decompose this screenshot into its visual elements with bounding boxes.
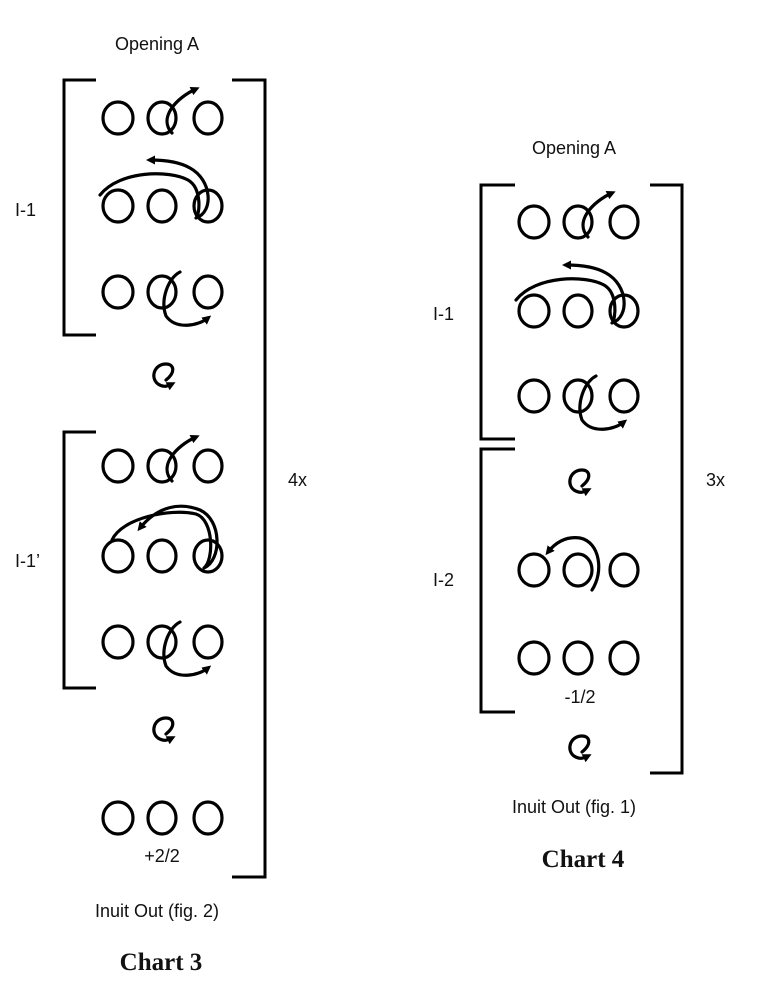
stitch-row xyxy=(517,640,640,676)
stitch-ring xyxy=(517,640,551,676)
stitch-row xyxy=(514,260,640,329)
turn-arrow xyxy=(152,716,176,745)
stitch-ring xyxy=(192,274,224,310)
chart-3-section-2-bracket xyxy=(62,430,96,690)
turn-arrow xyxy=(152,362,176,391)
chart-3-caption: Chart 3 xyxy=(120,949,203,976)
stitch-row xyxy=(517,374,640,431)
stitch-ring xyxy=(192,538,224,574)
chart-4-repeat-bracket xyxy=(650,183,684,775)
chart-3: Opening A 4x I-1 xyxy=(15,34,307,976)
stitch-row xyxy=(98,155,224,224)
stitch-ring xyxy=(101,624,135,660)
stitch-ring xyxy=(562,204,594,240)
chart-3-exit-label: Inuit Out (fig. 2) xyxy=(95,901,219,921)
stitch-row xyxy=(101,800,224,836)
stitch-row xyxy=(101,86,224,136)
stitch-row xyxy=(101,504,224,574)
stitch-row xyxy=(517,536,640,592)
crossing-arrow xyxy=(165,434,200,483)
chart-3-repeat-bracket xyxy=(232,78,267,879)
stitch-ring xyxy=(101,188,135,224)
stitch-row xyxy=(101,270,224,327)
crossing-arrow xyxy=(578,374,628,431)
stitch-ring xyxy=(517,378,551,414)
chart-3-end-note: +2/2 xyxy=(144,846,180,866)
chart-4: Opening A 3x I-1 I-2 xyxy=(433,138,725,873)
chart-3-repeat-label: 4x xyxy=(288,470,307,490)
stitch-row xyxy=(101,620,224,677)
stitch-ring xyxy=(562,552,594,588)
stitch-row xyxy=(517,190,640,240)
stitch-ring xyxy=(146,624,178,660)
stitch-ring xyxy=(146,800,178,836)
chart-4-opening-label: Opening A xyxy=(532,138,616,158)
crossing-arrow xyxy=(514,260,626,325)
chart-3-section-1-label: I-1 xyxy=(15,200,36,220)
turn-arrow xyxy=(568,468,592,497)
stitch-ring xyxy=(146,538,178,574)
stitch-ring xyxy=(192,100,224,136)
stitch-ring xyxy=(608,378,640,414)
stitch-ring xyxy=(146,188,178,224)
chart-4-exit-label: Inuit Out (fig. 1) xyxy=(512,797,636,817)
chart-4-caption: Chart 4 xyxy=(542,846,625,873)
chart-3-opening-label: Opening A xyxy=(115,34,199,54)
chart-3-section-2-label: I-1’ xyxy=(15,551,40,571)
stitch-ring xyxy=(562,293,594,329)
stitch-ring xyxy=(562,640,594,676)
crossing-arrow xyxy=(110,504,219,570)
stitch-ring xyxy=(101,274,135,310)
stitch-ring xyxy=(608,552,640,588)
chart-4-section-2-bracket xyxy=(479,447,515,714)
chart-4-section-1-bracket xyxy=(479,183,515,441)
crossing-arrow xyxy=(98,155,210,220)
crossing-arrow xyxy=(162,620,212,677)
stitch-ring xyxy=(101,538,135,574)
stitch-ring xyxy=(192,624,224,660)
crossing-arrow xyxy=(581,190,616,239)
crossing-arrow xyxy=(165,86,200,135)
chart-4-end-note: -1/2 xyxy=(564,687,595,707)
stitch-ring xyxy=(517,293,551,329)
stitch-ring xyxy=(608,640,640,676)
stitch-ring xyxy=(517,552,551,588)
stitch-ring xyxy=(101,100,135,136)
chart-4-repeat-label: 3x xyxy=(706,470,725,490)
stitch-ring xyxy=(146,100,178,136)
stitch-ring xyxy=(101,448,135,484)
stitch-ring xyxy=(146,448,178,484)
stitch-ring xyxy=(146,274,178,310)
stitch-ring xyxy=(562,378,594,414)
chart-3-section-1-bracket xyxy=(62,78,96,337)
stitch-ring xyxy=(192,448,224,484)
stitch-ring xyxy=(192,800,224,836)
stitch-ring xyxy=(608,204,640,240)
stitch-ring xyxy=(101,800,135,836)
chart-4-section-2-label: I-2 xyxy=(433,570,454,590)
turn-arrow xyxy=(568,734,592,763)
stitch-row xyxy=(101,434,224,484)
crossing-arrow xyxy=(545,536,601,592)
stitch-ring xyxy=(517,204,551,240)
crossing-arrow xyxy=(162,270,212,327)
chart-4-section-1-label: I-1 xyxy=(433,304,454,324)
